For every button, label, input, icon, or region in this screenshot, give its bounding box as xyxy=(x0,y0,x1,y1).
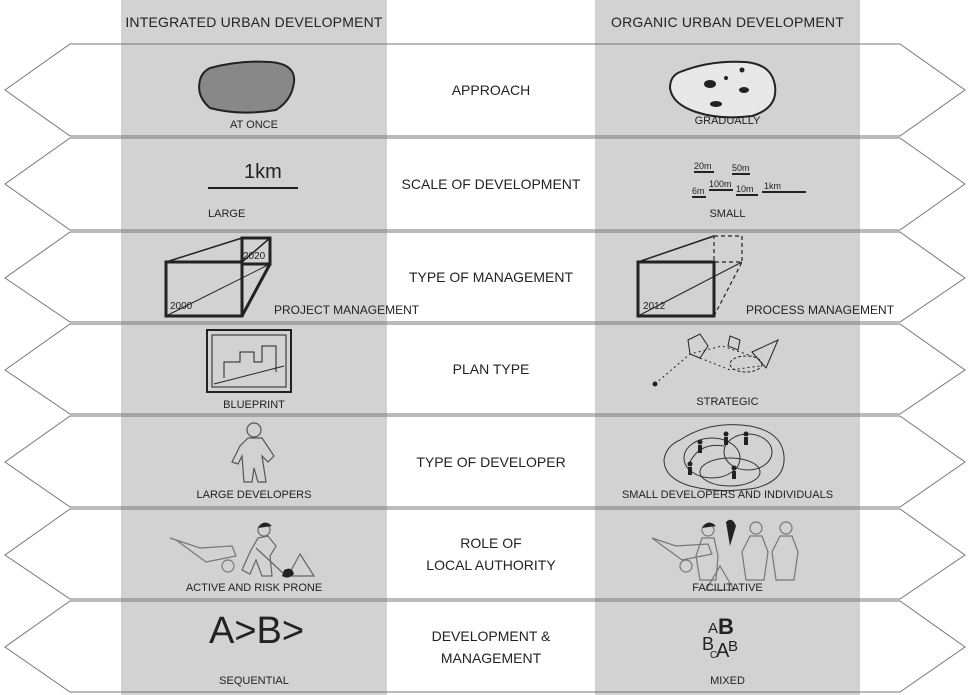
scale-value-10m: 10m xyxy=(736,184,754,194)
label-project-management: PROJECT MANAGEMENT xyxy=(274,303,420,317)
scale-value-50m: 50m xyxy=(732,163,750,173)
wheelbarrow-right-icon xyxy=(651,537,713,573)
facilitative-hard-hat-icon xyxy=(702,522,716,528)
mixed-letter-b1: B xyxy=(718,614,734,639)
integrated-column-band xyxy=(121,0,387,695)
row-title-dev-mgmt-line1: DEVELOPMENT & xyxy=(431,627,551,644)
label-strategic: STRATEGIC xyxy=(696,396,759,408)
scale-value-1km: 1km xyxy=(764,181,782,191)
worker-hard-hat-icon xyxy=(258,522,272,528)
row-title-plan-type: PLAN TYPE xyxy=(452,361,530,377)
mixed-letter-c: C xyxy=(710,650,718,661)
row-arrow-developer xyxy=(4,415,966,508)
row-arrow-management xyxy=(4,231,966,323)
mixed-letter-b3: B xyxy=(728,638,739,655)
row-arrow-approach xyxy=(4,43,966,137)
row-title-authority-line2: LOCAL AUTHORITY xyxy=(426,557,556,573)
label-process-management: PROCESS MANAGEMENT xyxy=(746,303,895,317)
organic-column-header: ORGANIC URBAN DEVELOPMENT xyxy=(611,14,844,30)
year-2000: 2000 xyxy=(170,301,193,312)
row-arrows xyxy=(4,43,966,693)
single-blob-icon xyxy=(198,60,296,114)
blob-dots-icon xyxy=(704,67,749,107)
row-title-dev-mgmt: DEVELOPMENT & MANAGEMENT xyxy=(387,601,595,692)
timeline-box-dashed xyxy=(636,235,743,318)
row-title-approach: APPROACH xyxy=(451,82,531,98)
row-arrow-plan-type xyxy=(4,323,966,415)
scale-bars-small xyxy=(692,171,806,198)
scale-value-large: 1km xyxy=(244,161,282,183)
mixed-letter-a2: A xyxy=(716,640,730,662)
year-2020: 2020 xyxy=(243,251,266,262)
scale-value-6m: 6m xyxy=(692,186,705,196)
large-developer-figure-icon xyxy=(231,422,275,483)
timeline-box-solid xyxy=(164,236,272,318)
facilitative-people-icon xyxy=(695,521,799,591)
strategic-network-icon xyxy=(654,333,779,385)
row-arrow-scale xyxy=(4,137,966,231)
row-title-developer: TYPE OF DEVELOPER xyxy=(416,453,566,470)
row-title-scale: SCALE OF DEVELOPMENT xyxy=(401,176,581,192)
label-active-risk-prone: ACTIVE AND RISK PRONE xyxy=(185,582,323,594)
label-small-developers: SMALL DEVELOPERS AND INDIVIDUALS xyxy=(621,489,834,501)
row-title-authority: ROLE OF LOCAL AUTHORITY xyxy=(387,509,595,599)
integrated-column-header: INTEGRATED URBAN DEVELOPMENT xyxy=(125,14,383,30)
wheelbarrow-left-icon xyxy=(169,537,237,573)
row-title-authority-line1: ROLE OF xyxy=(460,535,522,551)
facilitative-shovel-icon xyxy=(726,519,736,546)
shovel-blade-icon xyxy=(282,568,294,578)
label-large-developers: LARGE DEVELOPERS xyxy=(196,489,312,501)
scale-value-100m: 100m xyxy=(709,179,732,189)
label-gradually: GRADUALLY xyxy=(694,115,761,127)
worker-with-shovel-icon xyxy=(241,523,316,577)
mixed-letter-a1: A xyxy=(708,620,719,637)
label-at-once: AT ONCE xyxy=(230,119,278,131)
mixed-letter-b2: B xyxy=(702,634,715,654)
label-small: SMALL xyxy=(709,208,746,220)
sequence-sequential: A>B> xyxy=(209,610,305,652)
blueprint-frame-icon xyxy=(206,329,292,393)
label-facilitative: FACILITATIVE xyxy=(692,582,763,594)
label-blueprint: BLUEPRINT xyxy=(223,399,285,411)
row-arrow-authority xyxy=(4,508,966,600)
label-mixed: MIXED xyxy=(710,675,745,687)
row-arrow-dev-mgmt xyxy=(4,600,966,693)
year-2012: 2012 xyxy=(643,301,666,312)
scale-value-20m: 20m xyxy=(694,161,712,171)
label-sequential: SEQUENTIAL xyxy=(219,675,289,687)
label-large: LARGE xyxy=(208,208,246,220)
row-title-management: TYPE OF MANAGEMENT xyxy=(408,269,574,285)
dotted-blob-icon xyxy=(668,60,777,119)
row-title-dev-mgmt-line2: MANAGEMENT xyxy=(440,649,542,666)
small-developer-people-icon xyxy=(687,431,749,479)
sequence-mixed-letters: A B B C A B xyxy=(700,612,760,668)
network-node-dot xyxy=(652,381,658,387)
